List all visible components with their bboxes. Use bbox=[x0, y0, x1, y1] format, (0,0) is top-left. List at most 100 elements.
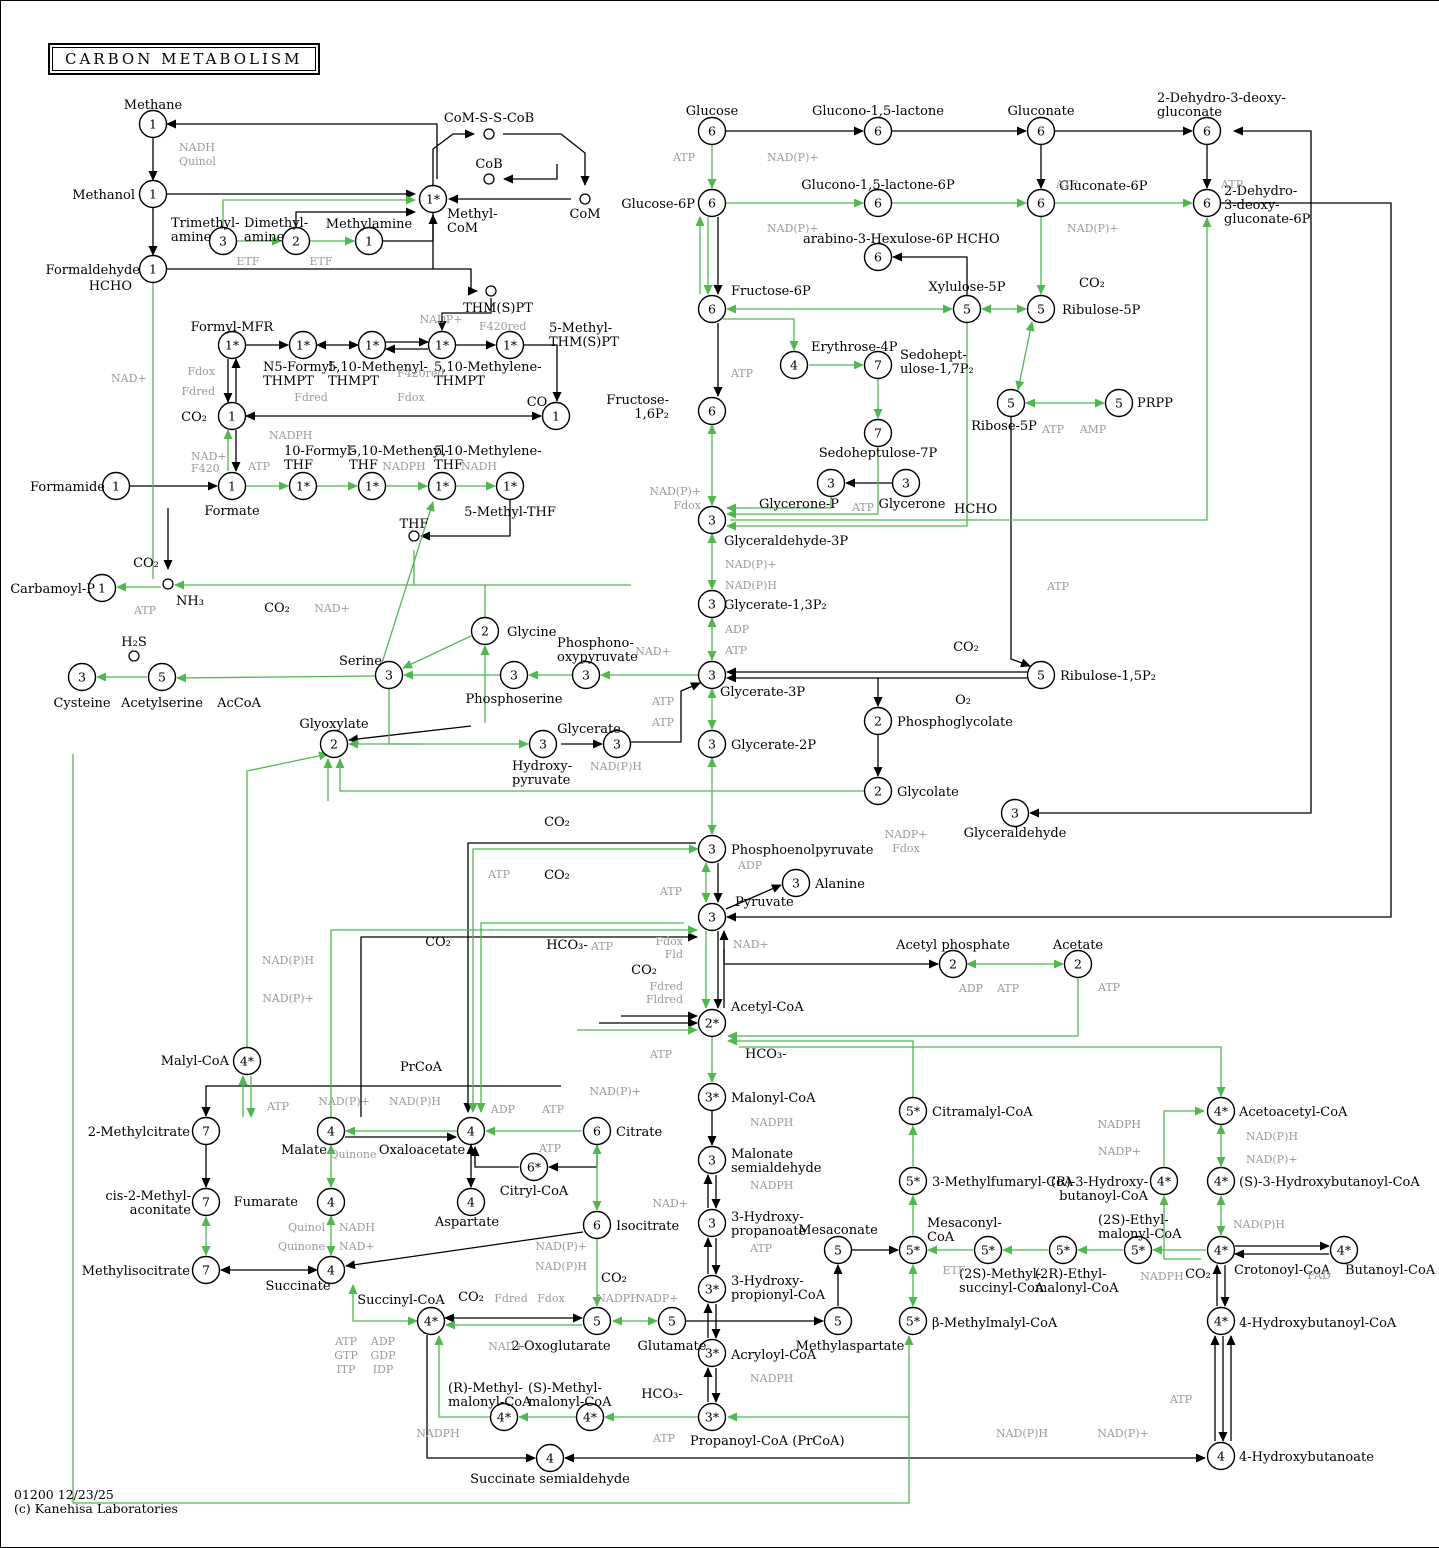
node-glyoxylate[interactable]: 2 bbox=[319, 729, 349, 759]
node-mesaconyl-coa[interactable]: 5* bbox=[898, 1235, 928, 1265]
node-succinate[interactable]: 4 bbox=[316, 1255, 346, 1285]
node-2-dehydro-3-deoxy-gluconate-6p[interactable]: 6 bbox=[1192, 188, 1222, 218]
port-thmspt[interactable] bbox=[485, 285, 497, 297]
node-fructose-16p2[interactable]: 6 bbox=[697, 396, 727, 426]
node-2r-ethylmalonyl-coa[interactable]: 5* bbox=[1048, 1235, 1078, 1265]
node-acetyl-coa[interactable]: 2* bbox=[697, 1008, 727, 1038]
node-2s-ethylmalonyl-coa[interactable]: 5* bbox=[1123, 1235, 1153, 1265]
node-serine[interactable]: 3 bbox=[374, 660, 404, 690]
node-fumarate[interactable]: 4 bbox=[316, 1187, 346, 1217]
node-r-methylmalonyl-coa[interactable]: 4* bbox=[489, 1402, 519, 1432]
node-aspartate[interactable]: 4 bbox=[456, 1187, 486, 1217]
node-glucono-15-lactone[interactable]: 6 bbox=[863, 116, 893, 146]
node-2-methylcitrate[interactable]: 7 bbox=[191, 1116, 221, 1146]
node-alanine[interactable]: 3 bbox=[781, 868, 811, 898]
node-phosphoserine[interactable]: 3 bbox=[499, 660, 529, 690]
node-cis-2-methylaconitate[interactable]: 7 bbox=[191, 1187, 221, 1217]
node-r-3-hydroxybutanoyl-coa[interactable]: 4* bbox=[1149, 1166, 1179, 1196]
node-glyceraldehyde-3p[interactable]: 3 bbox=[697, 505, 727, 535]
node-glycerate[interactable]: 3 bbox=[602, 729, 632, 759]
node-phosphoglycolate[interactable]: 2 bbox=[863, 706, 893, 736]
node-acetylserine[interactable]: 5 bbox=[147, 662, 177, 692]
node-glucono-15-lactone-6p[interactable]: 6 bbox=[863, 188, 893, 218]
port-com-s-s-cob[interactable] bbox=[483, 128, 495, 140]
node-s-3-hydroxybutanoyl-coa[interactable]: 4* bbox=[1206, 1166, 1236, 1196]
node-methylene-thf[interactable]: 1* bbox=[427, 471, 457, 501]
node-3-methylfumaryl-coa[interactable]: 5* bbox=[898, 1166, 928, 1196]
node-oxaloacetate[interactable]: 4 bbox=[456, 1116, 486, 1146]
node-sedoheptulose-17p2[interactable]: 7 bbox=[863, 350, 893, 380]
node-methylisocitrate[interactable]: 7 bbox=[191, 1255, 221, 1285]
node-formaldehyde[interactable]: 1 bbox=[138, 254, 168, 284]
node-trimethylamine[interactable]: 3 bbox=[208, 226, 238, 256]
node-methyl-thmspt[interactable]: 1* bbox=[495, 330, 525, 360]
node-2-dehydro-3-deoxy-gluconate[interactable]: 6 bbox=[1192, 116, 1222, 146]
node-methylaspartate[interactable]: 5 bbox=[823, 1306, 853, 1336]
node-glycerate-13p2[interactable]: 3 bbox=[697, 589, 727, 619]
node-arabino-3-hexulose-6p[interactable]: 6 bbox=[863, 242, 893, 272]
node-co2-mfr[interactable]: 1 bbox=[217, 401, 247, 431]
node-formate[interactable]: 1 bbox=[217, 471, 247, 501]
node-hydroxypyruvate[interactable]: 3 bbox=[528, 729, 558, 759]
node-ribulose-15p2[interactable]: 5 bbox=[1026, 660, 1056, 690]
node-methyl-thf[interactable]: 1* bbox=[495, 471, 525, 501]
node-glycerate-2p[interactable]: 3 bbox=[697, 729, 727, 759]
node-succinate-semialdehyde[interactable]: 4 bbox=[535, 1443, 565, 1473]
node-citrate[interactable]: 6 bbox=[582, 1116, 612, 1146]
node-s-methylmalonyl-coa[interactable]: 4* bbox=[575, 1402, 605, 1432]
node-xylulose-5p[interactable]: 5 bbox=[952, 294, 982, 324]
node-malonyl-coa[interactable]: 3* bbox=[697, 1082, 727, 1112]
port-h2s[interactable] bbox=[128, 650, 140, 662]
node-methenyl-thmpt[interactable]: 1* bbox=[357, 330, 387, 360]
port-thf[interactable] bbox=[408, 530, 420, 542]
node-glucose-6p[interactable]: 6 bbox=[697, 188, 727, 218]
node-3-hydroxypropionyl-coa[interactable]: 3* bbox=[697, 1274, 727, 1304]
node-glycine[interactable]: 2 bbox=[470, 616, 500, 646]
node-malyl-coa[interactable]: 4* bbox=[232, 1046, 262, 1076]
node-malonate-semialdehyde[interactable]: 3 bbox=[697, 1145, 727, 1175]
node-glycerate-3p[interactable]: 3 bbox=[697, 660, 727, 690]
node-beta-methylmalyl-coa[interactable]: 5* bbox=[898, 1306, 928, 1336]
node-4-hydroxybutanoate[interactable]: 4 bbox=[1206, 1441, 1236, 1471]
node-pyruvate[interactable]: 3 bbox=[697, 902, 727, 932]
node-formyl-mfr[interactable]: 1* bbox=[217, 330, 247, 360]
node-isocitrate[interactable]: 6 bbox=[582, 1210, 612, 1240]
node-ribulose-5p[interactable]: 5 bbox=[1026, 294, 1056, 324]
node-formyl-thf[interactable]: 1* bbox=[288, 471, 318, 501]
node-succinyl-coa[interactable]: 4* bbox=[416, 1306, 446, 1336]
node-n5-formyl-thmpt[interactable]: 1* bbox=[288, 330, 318, 360]
node-butanoyl-coa[interactable]: 4* bbox=[1329, 1235, 1359, 1265]
node-co[interactable]: 1 bbox=[541, 401, 571, 431]
node-methyl-com[interactable]: 1* bbox=[418, 184, 448, 214]
node-erythrose-4p[interactable]: 4 bbox=[779, 350, 809, 380]
node-pep[interactable]: 3 bbox=[697, 834, 727, 864]
node-prpp[interactable]: 5 bbox=[1104, 388, 1134, 418]
node-malate[interactable]: 4 bbox=[316, 1116, 346, 1146]
node-methane[interactable]: 1 bbox=[138, 109, 168, 139]
node-glycolate[interactable]: 2 bbox=[863, 776, 893, 806]
node-2-oxoglutarate[interactable]: 5 bbox=[582, 1306, 612, 1336]
node-citramalyl-coa[interactable]: 5* bbox=[898, 1096, 928, 1126]
node-gluconate[interactable]: 6 bbox=[1026, 116, 1056, 146]
node-3-hydroxypropanoate[interactable]: 3 bbox=[697, 1208, 727, 1238]
node-sedoheptulose-7p[interactable]: 7 bbox=[863, 418, 893, 448]
node-carbamoyl-p[interactable]: 1 bbox=[87, 573, 117, 603]
port-nh3[interactable] bbox=[162, 578, 174, 590]
node-ribose-5p[interactable]: 5 bbox=[996, 388, 1026, 418]
node-formamide[interactable]: 1 bbox=[101, 471, 131, 501]
node-phosphono-oxypyruvate[interactable]: 3 bbox=[571, 660, 601, 690]
node-mesaconate[interactable]: 5 bbox=[823, 1235, 853, 1265]
node-glycerone-p[interactable]: 3 bbox=[816, 468, 846, 498]
node-fructose-6p[interactable]: 6 bbox=[697, 294, 727, 324]
node-acryloyl-coa[interactable]: 3* bbox=[697, 1338, 727, 1368]
node-glucose[interactable]: 6 bbox=[697, 116, 727, 146]
node-dimethylamine[interactable]: 2 bbox=[281, 226, 311, 256]
node-acetate[interactable]: 2 bbox=[1063, 949, 1093, 979]
port-cob[interactable] bbox=[483, 173, 495, 185]
node-methanol[interactable]: 1 bbox=[138, 179, 168, 209]
node-glycerone[interactable]: 3 bbox=[891, 468, 921, 498]
node-glyceraldehyde[interactable]: 3 bbox=[1000, 798, 1030, 828]
node-acetoacetyl-coa[interactable]: 4* bbox=[1206, 1096, 1236, 1126]
node-crotonoyl-coa[interactable]: 4* bbox=[1206, 1235, 1236, 1265]
node-cysteine[interactable]: 3 bbox=[67, 662, 97, 692]
